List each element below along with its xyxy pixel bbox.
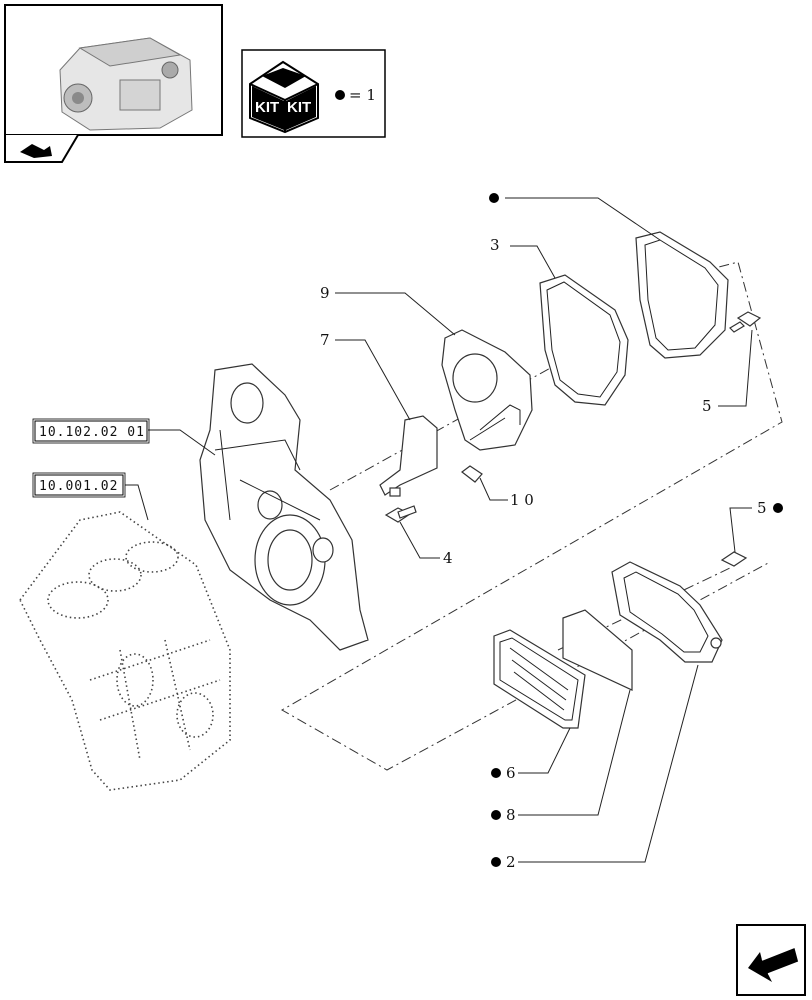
kit-marker-icon (491, 857, 501, 867)
kit-marker-icon (773, 503, 783, 513)
gasket-sheet-part (562, 609, 633, 691)
book-icon (20, 144, 52, 158)
next-page-button[interactable] (736, 924, 806, 996)
screw-bottom-part (720, 551, 748, 567)
callout-5-top: 5 (702, 397, 712, 415)
callout-5-bottom: 5 (757, 499, 767, 517)
dowel-part (461, 465, 483, 483)
callout-4: 4 (443, 549, 453, 567)
kit-marker-icon (491, 768, 501, 778)
engine-block-part (19, 511, 231, 791)
gasket-part (539, 274, 629, 406)
leader-lines (125, 197, 753, 863)
callout-7: 7 (320, 331, 330, 349)
kit-legend: KIT KIT = 1 (241, 49, 386, 138)
bracket-part (379, 415, 438, 497)
callouts: 3 9 7 5 1 0 4 5 6 8 2 (320, 193, 783, 871)
kit-marker-icon (491, 810, 501, 820)
reference-link-a[interactable]: 10.102.02 01 (32, 418, 150, 444)
filter-part (493, 629, 586, 729)
callout-2: 2 (506, 853, 516, 871)
reference-b-label: 10.001.02 (39, 479, 118, 494)
kit-legend-text: = 1 (349, 86, 376, 104)
kit-marker-icon (489, 193, 499, 203)
arrow-icon (748, 945, 800, 982)
reference-a-label: 10.102.02 01 (39, 425, 145, 440)
engine-icon (59, 37, 193, 131)
kit-box-icon: KIT KIT (249, 60, 319, 134)
breather-cover-part (635, 231, 729, 359)
callout-6: 6 (506, 764, 516, 782)
lower-cover-part (611, 561, 723, 663)
callout-8: 8 (506, 806, 516, 824)
timing-housing-part (199, 363, 369, 651)
kit-label-left: KIT (255, 99, 279, 116)
reference-link-b[interactable]: 10.001.02 (32, 472, 126, 498)
callout-9: 9 (320, 284, 330, 302)
screw-top-part (729, 311, 762, 333)
engine-thumbnail[interactable] (4, 4, 223, 163)
cover-plate-part (441, 329, 533, 451)
screw-part (384, 505, 417, 523)
callout-3: 3 (490, 236, 500, 254)
callout-10: 1 0 (510, 491, 534, 509)
kit-label-right: KIT (287, 99, 311, 116)
kit-bullet-icon (335, 90, 345, 100)
